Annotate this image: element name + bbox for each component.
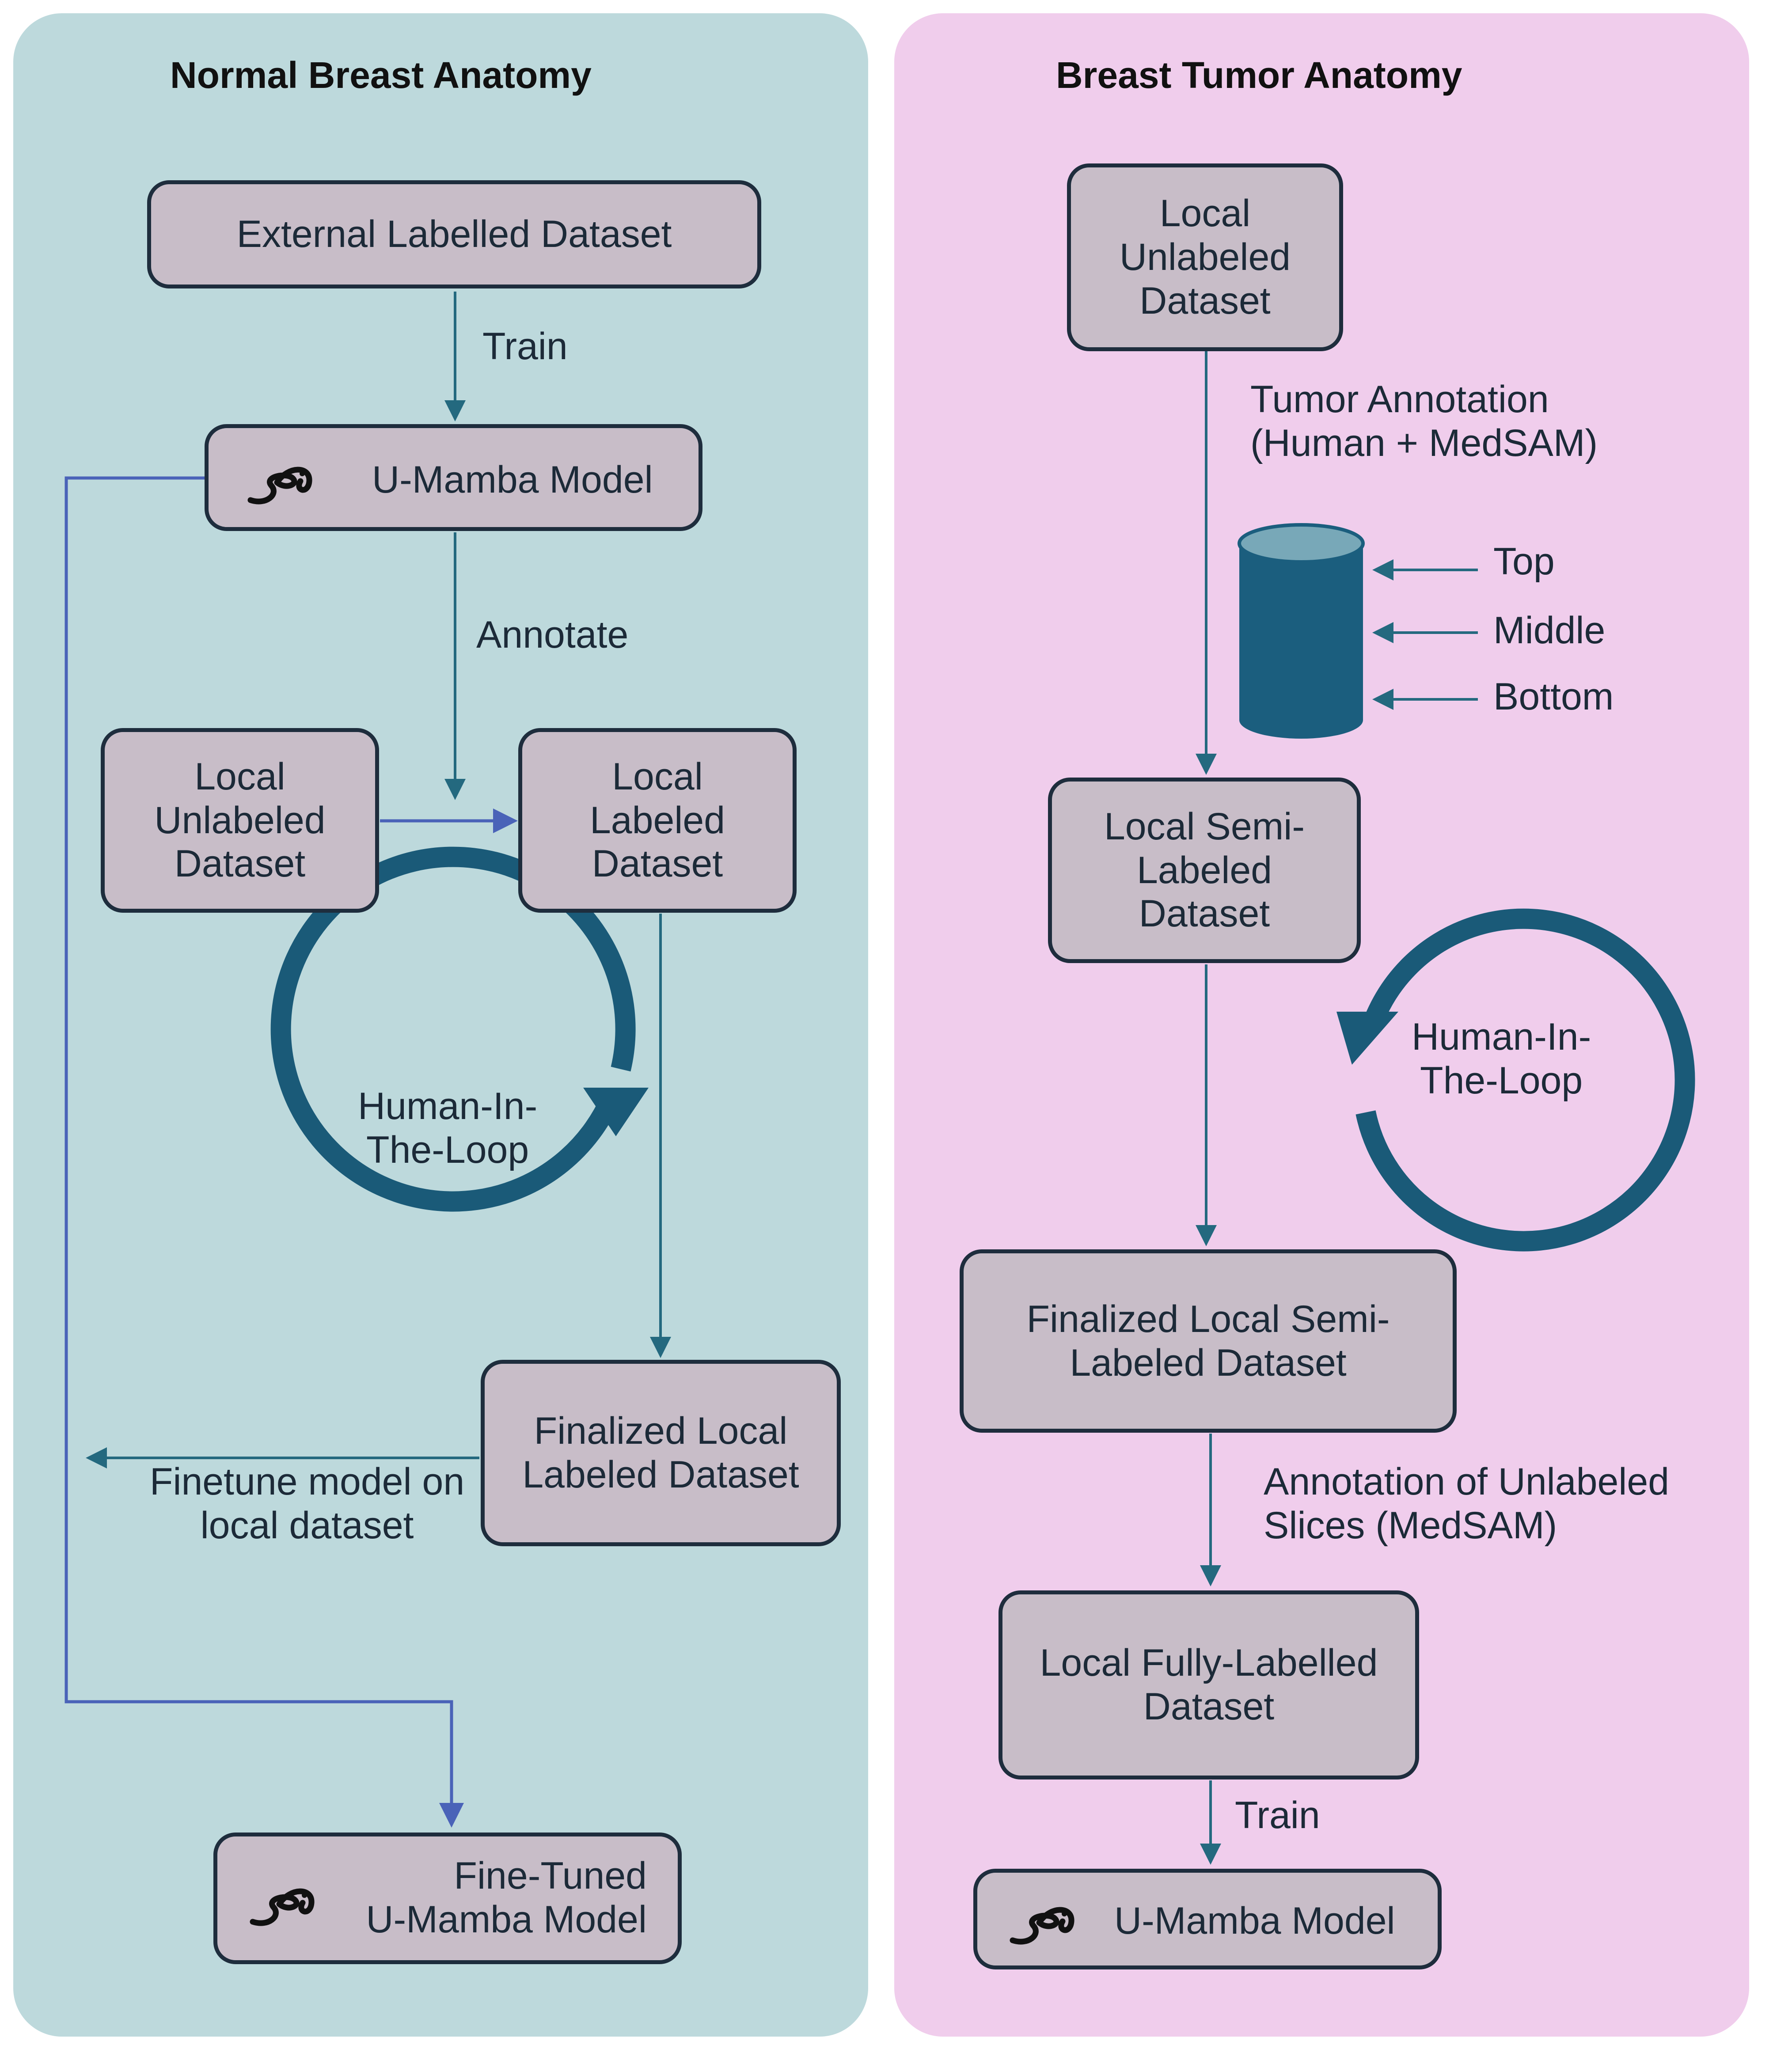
slice-middle-label: Middle	[1493, 609, 1606, 652]
annotation-unlabeled-label: Annotation of Unlabeled Slices (MedSAM)	[1264, 1461, 1670, 1547]
arrow-model-to-finetuned	[65, 476, 464, 1828]
normal-anatomy-panel	[13, 13, 868, 2037]
fine-tuned-model-box: Fine-Tuned U-Mamba Model	[213, 1833, 682, 1964]
panel-title-tumor: Breast Tumor Anatomy	[1056, 54, 1462, 96]
fine-tuned-model-label: Fine-Tuned U-Mamba Model	[366, 1855, 647, 1941]
local-semi-labeled-box: Local Semi- Labeled Dataset	[1048, 778, 1361, 963]
human-in-the-loop-label: Human-In- The-Loop	[358, 1085, 538, 1171]
finetune-label: Finetune model on local dataset	[149, 1461, 465, 1547]
snake-icon	[250, 1888, 315, 1926]
loop-arrow-icon	[1336, 908, 1695, 1252]
local-unlabeled-box: Local Unlabeled Dataset	[101, 728, 379, 913]
local-labeled-box: Local Labeled Dataset	[518, 728, 797, 913]
u-mamba-model-label: U-Mamba Model	[372, 459, 653, 501]
slice-bottom-label: Bottom	[1493, 675, 1614, 718]
tumor-u-mamba-model-label: U-Mamba Model	[1114, 1900, 1395, 1942]
u-mamba-model-box: U-Mamba Model	[205, 424, 702, 531]
train-label: Train	[482, 325, 568, 368]
finalized-local-labeled-box: Finalized Local Labeled Dataset	[481, 1360, 841, 1546]
finalized-local-semi-labeled-box: Finalized Local Semi- Labeled Dataset	[960, 1249, 1457, 1433]
local-fully-labelled-box: Local Fully-Labelled Dataset	[999, 1590, 1419, 1779]
slice-top-label: Top	[1493, 540, 1555, 583]
tumor-human-in-the-loop-label: Human-In- The-Loop	[1412, 1016, 1591, 1102]
snake-icon	[247, 467, 312, 505]
tumor-annotation-label: Tumor Annotation (Human + MedSAM)	[1250, 378, 1598, 464]
cylinder-icon	[1238, 523, 1365, 739]
tumor-u-mamba-model-box: U-Mamba Model	[973, 1869, 1442, 1969]
snake-icon	[1010, 1907, 1074, 1945]
external-dataset-box: External Labelled Dataset	[147, 180, 761, 288]
tumor-local-unlabeled-box: Local Unlabeled Dataset	[1067, 163, 1343, 351]
tumor-train-label: Train	[1235, 1794, 1320, 1836]
annotate-label: Annotate	[476, 614, 629, 656]
panel-title-normal: Normal Breast Anatomy	[170, 54, 592, 96]
